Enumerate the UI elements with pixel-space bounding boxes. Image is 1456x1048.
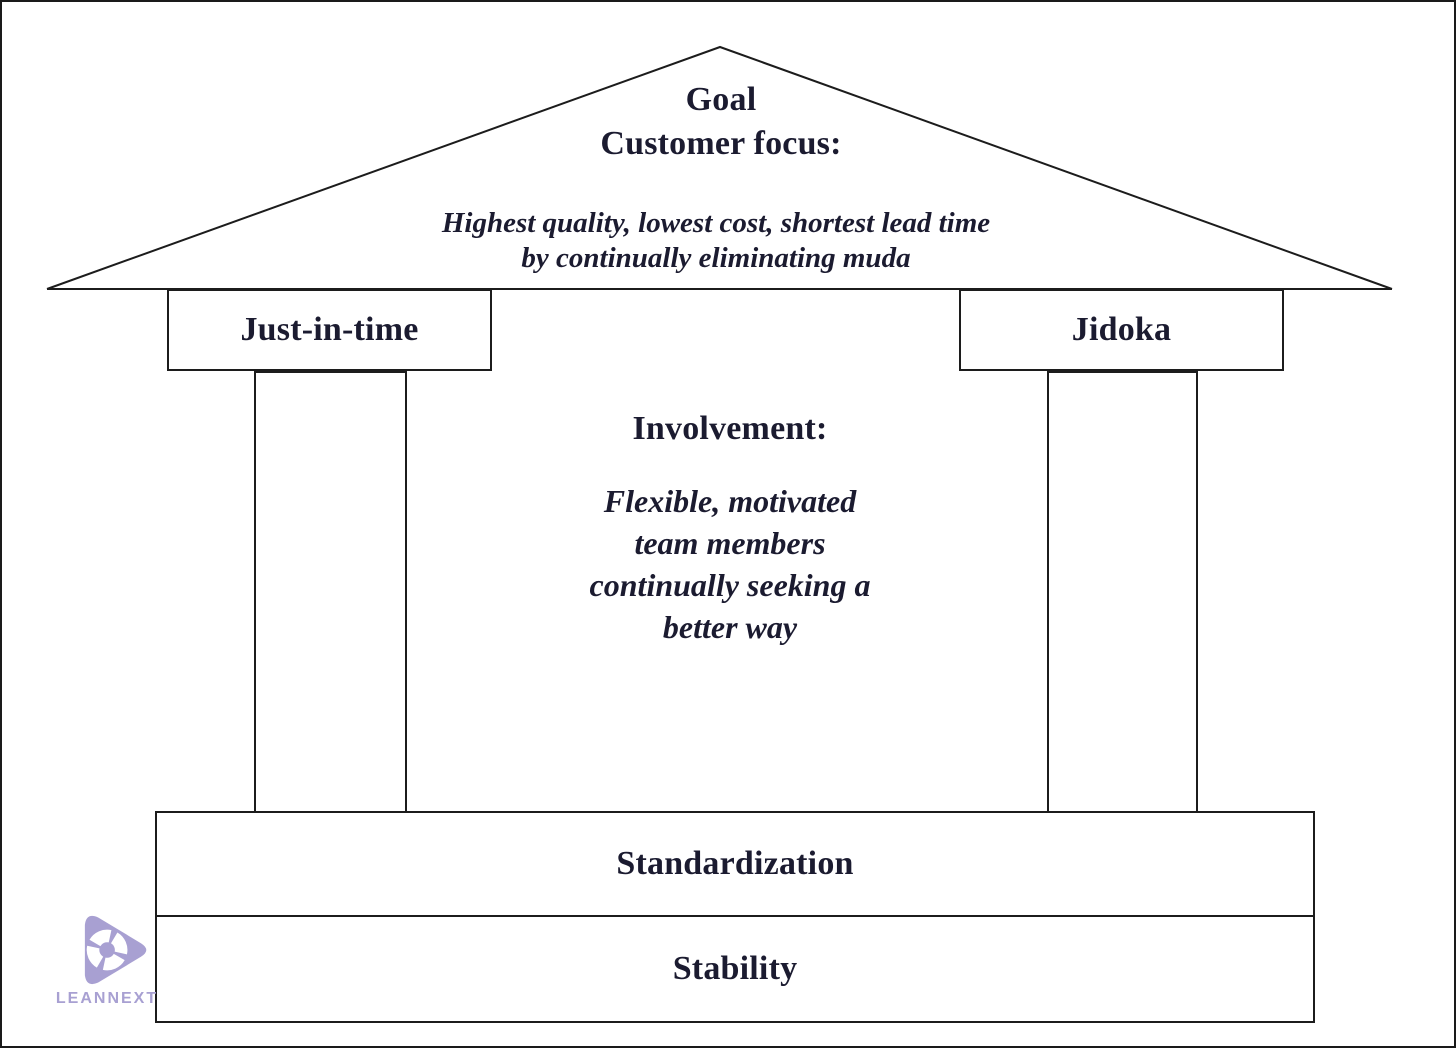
left-pillar — [254, 371, 407, 813]
involvement-body-line3: continually seeking a — [589, 567, 871, 603]
stability-label: Stability — [672, 950, 798, 987]
base-stability: Stability — [155, 915, 1315, 1023]
pillar-label-jidoka: Jidoka — [959, 289, 1284, 371]
play-shutter-icon — [84, 915, 147, 985]
roof-title: Goal Customer focus: — [600, 78, 841, 166]
involvement-body-line2: team members — [634, 525, 826, 561]
roof-subtitle-line2: by continually eliminating muda — [521, 242, 911, 274]
roof-title-line1: Goal — [685, 81, 757, 118]
leannext-logo: LEANNEXT — [54, 908, 174, 1018]
involvement-body-line4: better way — [662, 609, 798, 645]
involvement-heading: Involvement: — [632, 410, 828, 447]
involvement-body-line1: Flexible, motivated — [603, 483, 857, 519]
roof-subtitle-line1: Highest quality, lowest cost, shortest l… — [441, 207, 991, 239]
roof-title-line2: Customer focus: — [600, 125, 842, 162]
pillar-label-just-in-time: Just-in-time — [167, 289, 492, 371]
right-pillar — [1047, 371, 1198, 813]
jidoka-label: Jidoka — [1071, 311, 1172, 348]
standardization-label: Standardization — [616, 845, 854, 882]
roof-subtitle: Highest quality, lowest cost, shortest l… — [442, 206, 990, 276]
leannext-wordmark: LEANNEXT — [55, 990, 159, 1007]
just-in-time-label: Just-in-time — [240, 311, 419, 348]
involvement-body: Flexible, motivated team members continu… — [590, 480, 871, 648]
base-standardization: Standardization — [155, 811, 1315, 917]
